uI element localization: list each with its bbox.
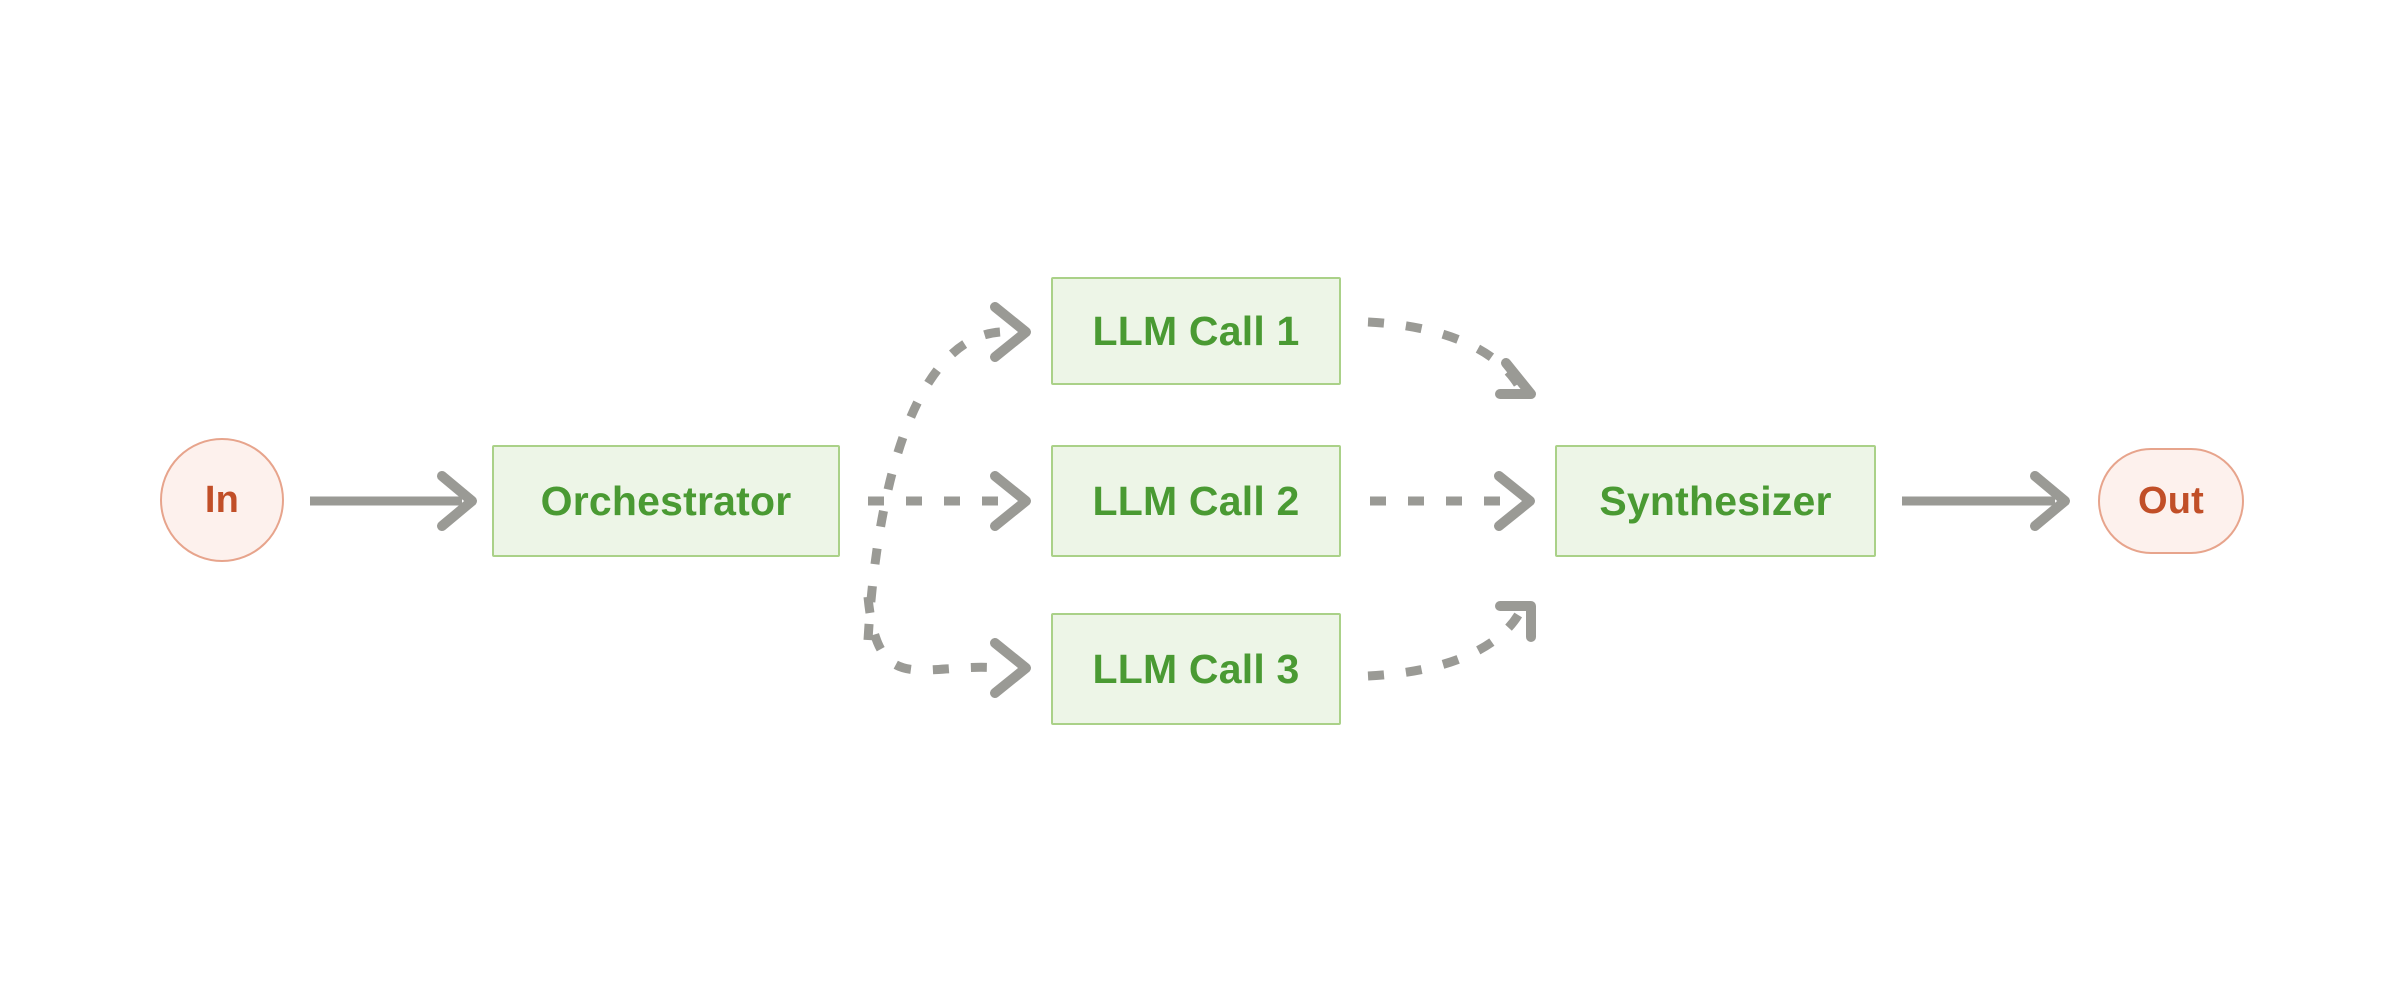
edge-llm-3-to-synthesizer bbox=[1367, 601, 1536, 681]
node-synthesizer[interactable]: Synthesizer bbox=[1555, 445, 1876, 557]
edge-llm-1-to-synthesizer bbox=[1367, 317, 1536, 399]
arrowhead-chevron-icon bbox=[1495, 358, 1536, 399]
edge-orchestrator-to-llm-3 bbox=[863, 596, 1031, 698]
node-llm-call-3-label: LLM Call 3 bbox=[1092, 645, 1300, 692]
arrowhead-chevron-icon bbox=[990, 302, 1031, 362]
node-llm-call-3[interactable]: LLM Call 3 bbox=[1051, 613, 1341, 725]
arrowhead-chevron-icon bbox=[2030, 471, 2070, 531]
node-out[interactable]: Out bbox=[2098, 448, 2244, 554]
node-llm-call-2[interactable]: LLM Call 2 bbox=[1051, 445, 1341, 557]
node-out-label: Out bbox=[2137, 480, 2205, 522]
node-llm-call-1[interactable]: LLM Call 1 bbox=[1051, 277, 1341, 385]
node-in-label: In bbox=[204, 479, 240, 521]
arrowhead-chevron-icon bbox=[990, 471, 1031, 531]
node-orchestrator-label: Orchestrator bbox=[540, 477, 792, 524]
node-llm-call-1-label: LLM Call 1 bbox=[1092, 307, 1300, 354]
node-synthesizer-label: Synthesizer bbox=[1599, 477, 1832, 524]
node-orchestrator[interactable]: Orchestrator bbox=[492, 445, 840, 557]
arrowhead-chevron-icon bbox=[990, 638, 1031, 698]
edge-llm-2-to-synthesizer bbox=[1370, 471, 1535, 531]
arrowhead-chevron-icon bbox=[1495, 601, 1536, 642]
edge-synthesizer-to-out bbox=[1902, 471, 2070, 531]
edge-orchestrator-to-llm-1 bbox=[863, 302, 1031, 641]
node-in[interactable]: In bbox=[160, 438, 284, 562]
edge-orchestrator-to-llm-2 bbox=[868, 471, 1031, 531]
arrowhead-chevron-icon bbox=[1494, 471, 1535, 531]
arrowhead-chevron-icon bbox=[437, 471, 477, 531]
node-llm-call-2-label: LLM Call 2 bbox=[1092, 477, 1300, 524]
edge-in-to-orchestrator bbox=[310, 471, 477, 531]
